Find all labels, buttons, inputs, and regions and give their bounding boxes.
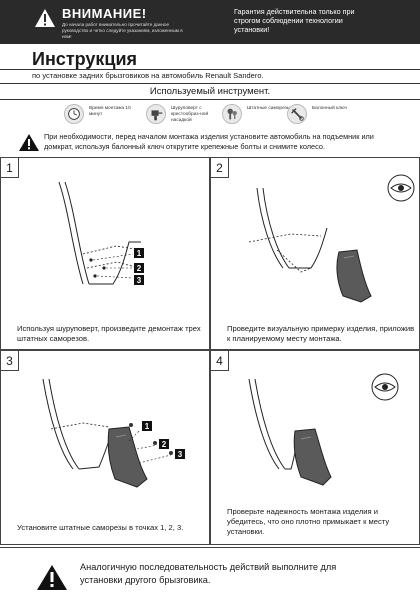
footer-note: Аналогичную последовательность действий … — [0, 547, 420, 606]
tools-header: Используемый инструмент. — [0, 83, 420, 100]
warning-header: ВНИМАНИЕ! До начала работ внимательно пр… — [0, 0, 420, 44]
notice-text: При необходимости, перед началом монтажа… — [44, 132, 374, 151]
warning-icon — [19, 134, 39, 151]
callout-1 — [142, 421, 152, 431]
step-caption: Проведите визуальную примерку изделия, п… — [227, 324, 415, 343]
warning-icon — [35, 9, 55, 27]
tool-label: Шуруповерт с крестообраз-ной насадкой — [171, 106, 209, 124]
notice: При необходимости, перед началом монтажа… — [18, 131, 408, 155]
step-caption: Проверьте надежность монтажа изделия и у… — [227, 507, 390, 536]
callout-2 — [134, 263, 144, 273]
warning-icon — [37, 565, 67, 590]
step-number: 3 — [1, 351, 19, 371]
wrench-icon — [287, 104, 307, 124]
page-title: Инструкция — [32, 49, 138, 69]
step-number: 1 — [1, 158, 19, 178]
step-number: 2 — [211, 158, 229, 178]
footer-text: Аналогичную последовательность действий … — [80, 562, 337, 585]
guarantee-text: Гарантия действительна только при строго… — [234, 7, 355, 34]
callout-1 — [134, 248, 144, 258]
divider — [0, 69, 420, 70]
warning-title: ВНИМАНИЕ! — [62, 6, 147, 21]
tool-label: Балонный ключ — [312, 106, 348, 111]
clock-icon — [64, 104, 84, 124]
step-4-panel: 4 Проверьте надежность монтажа изделия и… — [210, 350, 420, 545]
screwdriver-icon — [146, 104, 166, 124]
callout-3 — [134, 275, 144, 285]
step-2-panel: 2 Проведите визуальную примерку изделия,… — [210, 157, 420, 350]
screw-icon — [222, 104, 242, 124]
step-1-panel: 1 1 2 3 Используя шуруповерт, произведит… — [0, 157, 210, 350]
step-caption: Установите штатные саморезы в точках 1, … — [17, 523, 184, 532]
callout-label: 2 — [137, 264, 142, 273]
callout-label: 1 — [145, 422, 150, 431]
callout-3 — [175, 449, 185, 459]
callout-label: 1 — [137, 249, 142, 258]
tool-label: Штатные саморезы — [247, 106, 291, 111]
callout-label: 2 — [162, 440, 167, 449]
step-2-illustration — [248, 174, 415, 303]
tool-label: Время монтажа 10 минут — [89, 106, 131, 118]
step-1-illustration: 1 2 3 — [58, 181, 144, 285]
callout-2 — [159, 439, 169, 449]
step-caption: Используя шуруповерт, произведите демонт… — [17, 324, 201, 343]
callout-label: 3 — [178, 450, 183, 459]
page-subtitle: по установке задних брызговиков на автом… — [32, 71, 264, 80]
step-3-illustration: 1 2 3 — [42, 378, 185, 488]
step-number: 4 — [211, 351, 229, 371]
callout-label: 3 — [137, 276, 142, 285]
warning-subtext: До начала работ внимательно прочитайте д… — [62, 22, 183, 39]
step-4-illustration — [248, 373, 399, 486]
step-3-panel: 3 1 2 3 Установите штатные саморезы в то… — [0, 350, 210, 545]
